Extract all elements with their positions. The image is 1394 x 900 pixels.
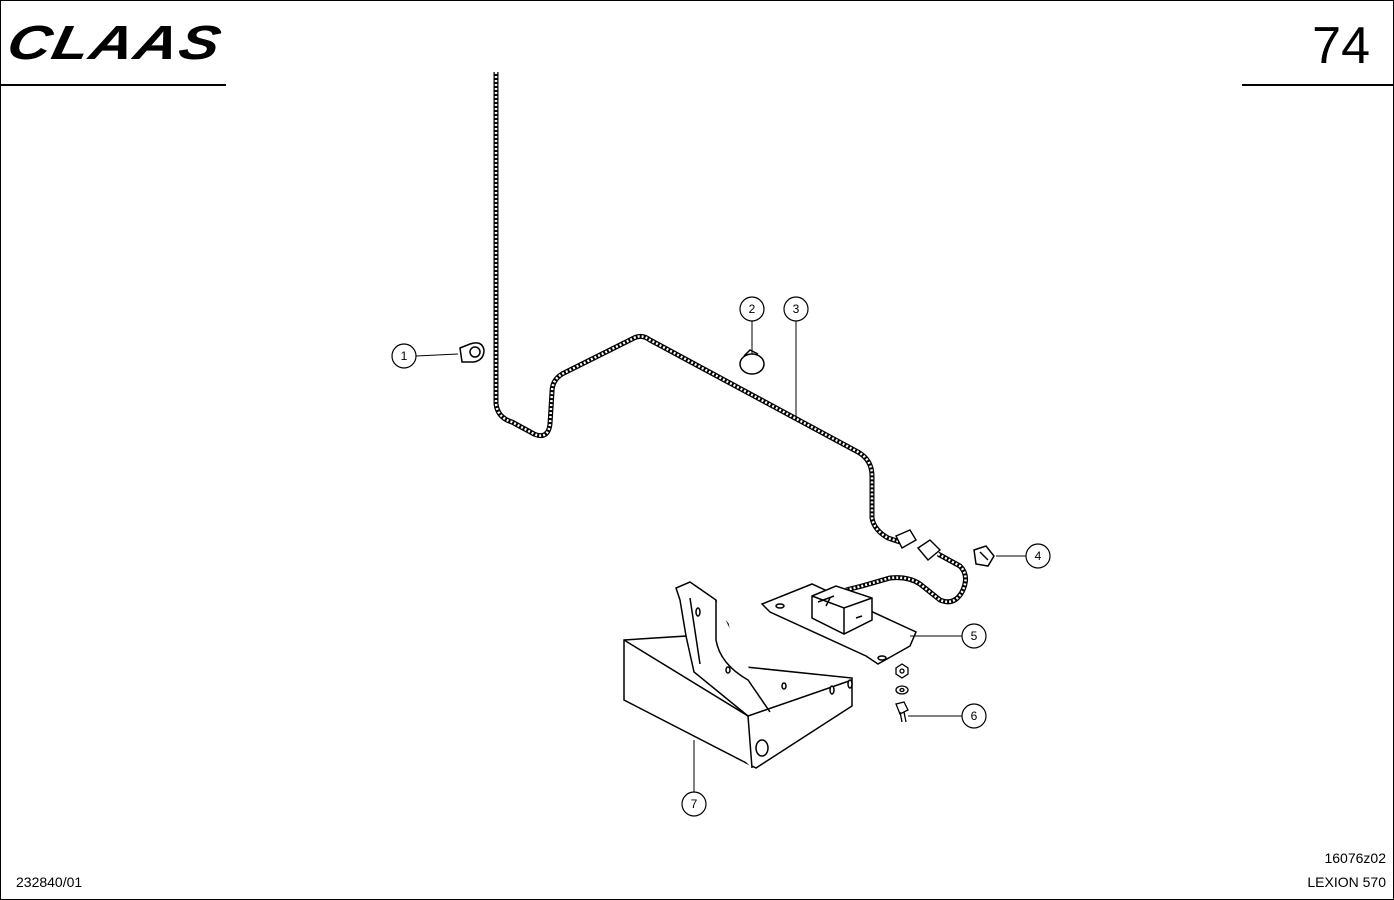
callout-2-label: 2 <box>749 302 756 316</box>
part-5-sensor-bracket <box>760 583 917 665</box>
page-number: 74 <box>1312 17 1370 75</box>
callout-1: 1 <box>391 343 417 369</box>
callout-1-label: 1 <box>401 349 408 363</box>
header-rule-right <box>1242 84 1394 86</box>
callout-5: 5 <box>961 623 987 649</box>
plug-connector-male <box>895 529 917 549</box>
callout-2: 2 <box>739 296 765 322</box>
callout-7: 7 <box>681 791 707 817</box>
leader-lines <box>415 320 1026 792</box>
callout-6-label: 6 <box>971 709 978 723</box>
machine-model: LEXION 570 <box>1307 874 1386 890</box>
callout-3: 3 <box>783 296 809 322</box>
drawing-code: 16076z02 <box>1324 850 1386 866</box>
callout-6: 6 <box>961 703 987 729</box>
callout-3-label: 3 <box>793 302 800 316</box>
document-id: 232840/01 <box>16 874 83 890</box>
callout-5-label: 5 <box>971 629 978 643</box>
header-rule-left <box>0 84 226 86</box>
sensor-cable <box>845 551 968 605</box>
part-7-cover-tray <box>623 581 853 769</box>
callout-7-label: 7 <box>691 797 698 811</box>
part-4-clip <box>973 545 995 567</box>
callout-4: 4 <box>1025 543 1051 569</box>
cable-harness <box>493 72 901 545</box>
part-1-cable-clip <box>459 342 485 363</box>
callout-4-label: 4 <box>1035 549 1042 563</box>
part-6-fastener-set <box>895 663 909 723</box>
plug-connector-female <box>916 539 942 561</box>
